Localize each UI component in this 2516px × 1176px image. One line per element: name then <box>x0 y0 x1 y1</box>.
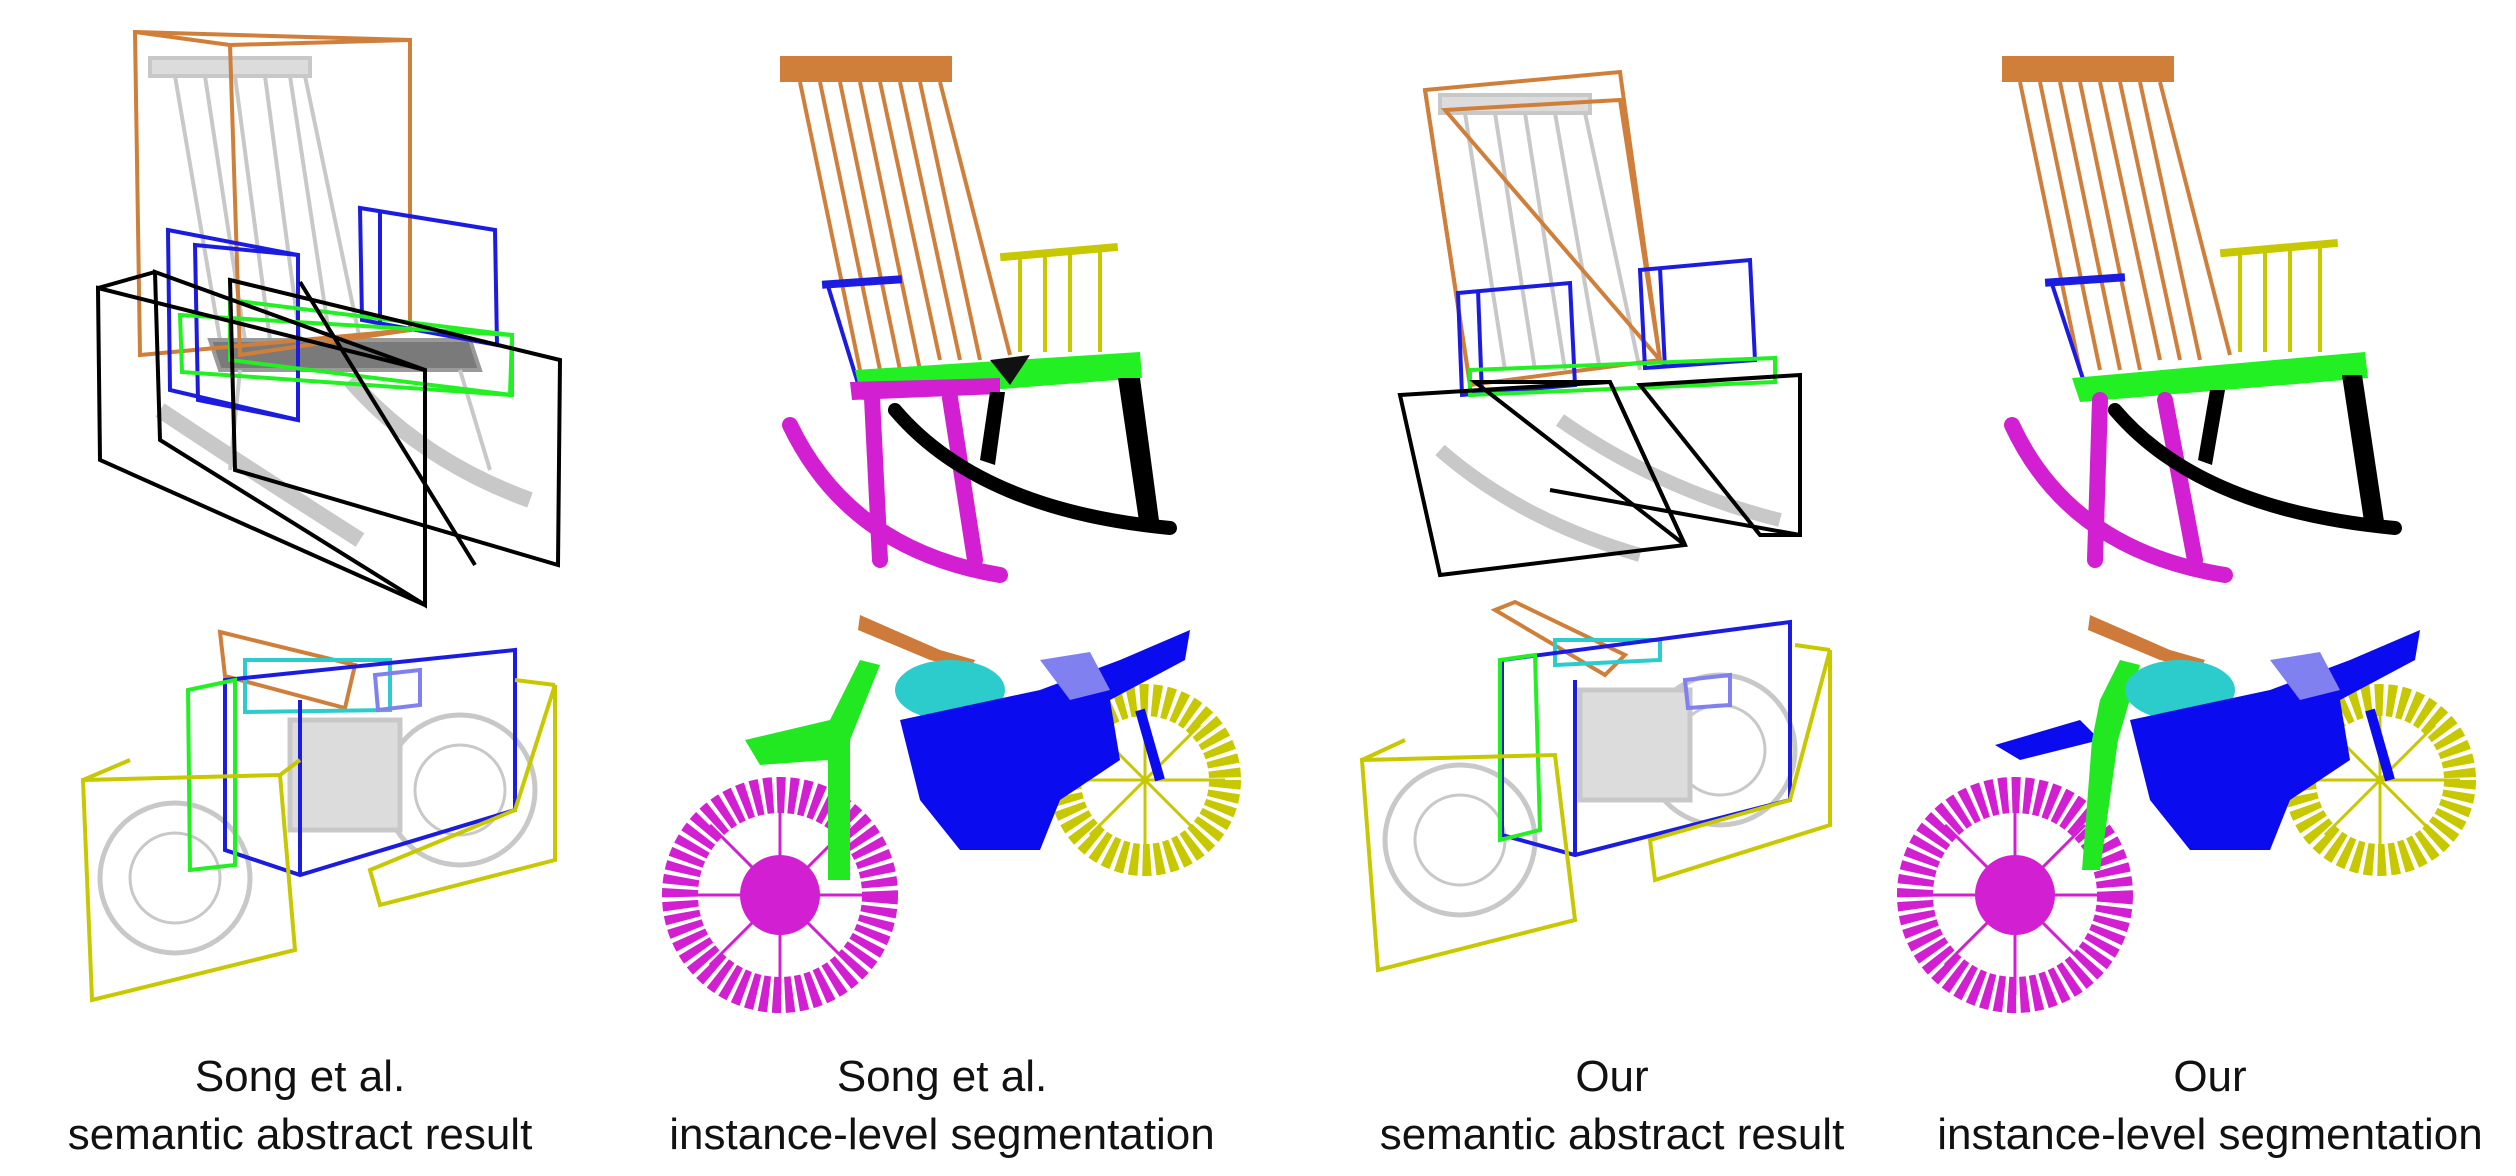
seg-bar <box>858 615 975 670</box>
fork-box <box>185 677 237 873</box>
seg-leg-back <box>1118 378 1160 528</box>
seg-bar <box>2088 615 2205 670</box>
caption-subtitle: semantic abstract result <box>1379 1110 1845 1159</box>
tank-box <box>1553 638 1662 668</box>
seg-back-top <box>2002 56 2174 82</box>
caption-song-abstract: Song et al. semantic abstract result <box>0 1048 600 1164</box>
caption-subtitle: semantic abstract result <box>67 1110 533 1159</box>
seg-fork <box>745 660 880 880</box>
rear-wheel-box <box>1647 643 1832 883</box>
rear-wheel-box <box>367 678 557 908</box>
arm-box-left <box>165 227 300 423</box>
seg-leg-back-2 <box>2198 390 2225 465</box>
seg-rocker-back <box>2108 403 2402 535</box>
bar-box <box>1490 599 1629 678</box>
bike-mesh <box>97 712 538 956</box>
back-box <box>1422 69 1664 388</box>
seat-box <box>1468 355 1777 398</box>
bar-box <box>217 629 358 711</box>
leg-box-right <box>1549 372 1802 537</box>
seg-body <box>2130 630 2420 850</box>
seg-seat-dark <box>990 355 1030 385</box>
leg-box-right <box>227 277 563 568</box>
fork-box <box>1498 652 1543 843</box>
bike-mesh <box>1382 672 1798 918</box>
seg-front-wheel <box>1897 777 2133 1013</box>
seg-leg-back-2 <box>980 392 1005 465</box>
seg-arm-right <box>999 242 1119 262</box>
seg-leg-front-band <box>850 378 1000 400</box>
seg-arm-left <box>2044 273 2126 287</box>
panel-our-seg <box>1897 56 2476 1013</box>
panel-song-seg <box>662 56 1241 1013</box>
caption-our-abstract: Our semantic abstract result <box>1312 1048 1912 1164</box>
caption-title: Our <box>1575 1052 1649 1101</box>
front-wheel-box <box>1359 738 1578 973</box>
seg-fork <box>2082 660 2140 870</box>
caption-song-seg: Song et al. instance-level segmentation <box>642 1048 1242 1164</box>
seg-seat <box>2072 352 2368 402</box>
leg-box-left <box>1397 379 1688 578</box>
seg-arm-right <box>2219 238 2339 258</box>
seg-rocker-front <box>782 390 1008 583</box>
seg-rocker-back <box>888 403 1177 535</box>
body-box <box>223 647 517 878</box>
seg-back-top <box>780 56 952 82</box>
seg-front-wheel <box>662 777 898 1013</box>
seg-back-slats <box>2018 81 2232 371</box>
front-wheel-box <box>80 758 302 1003</box>
seg-seat-pad <box>1040 652 1110 700</box>
seg-seat-pad <box>2270 652 2340 700</box>
caption-title: Song et al. <box>836 1052 1048 1101</box>
caption-subtitle: instance-level segmentation <box>1937 1110 2483 1159</box>
panel-our-abstract <box>1359 69 1832 973</box>
seg-leg-back <box>2342 375 2385 528</box>
seg-arm-left <box>821 275 903 289</box>
seg-back-slats <box>798 81 1012 371</box>
panel-song-abstract <box>80 29 563 1003</box>
seg-rear-wheel <box>2284 684 2476 876</box>
caption-title: Song et al. <box>194 1052 406 1101</box>
caption-our-seg: Our instance-level segmentation <box>1910 1048 2510 1164</box>
seg-rocker-front <box>2004 392 2233 583</box>
seg-body <box>900 630 1190 850</box>
caption-subtitle: instance-level segmentation <box>669 1110 1215 1159</box>
caption-title: Our <box>2173 1052 2247 1101</box>
seg-front-fender <box>1995 720 2100 760</box>
